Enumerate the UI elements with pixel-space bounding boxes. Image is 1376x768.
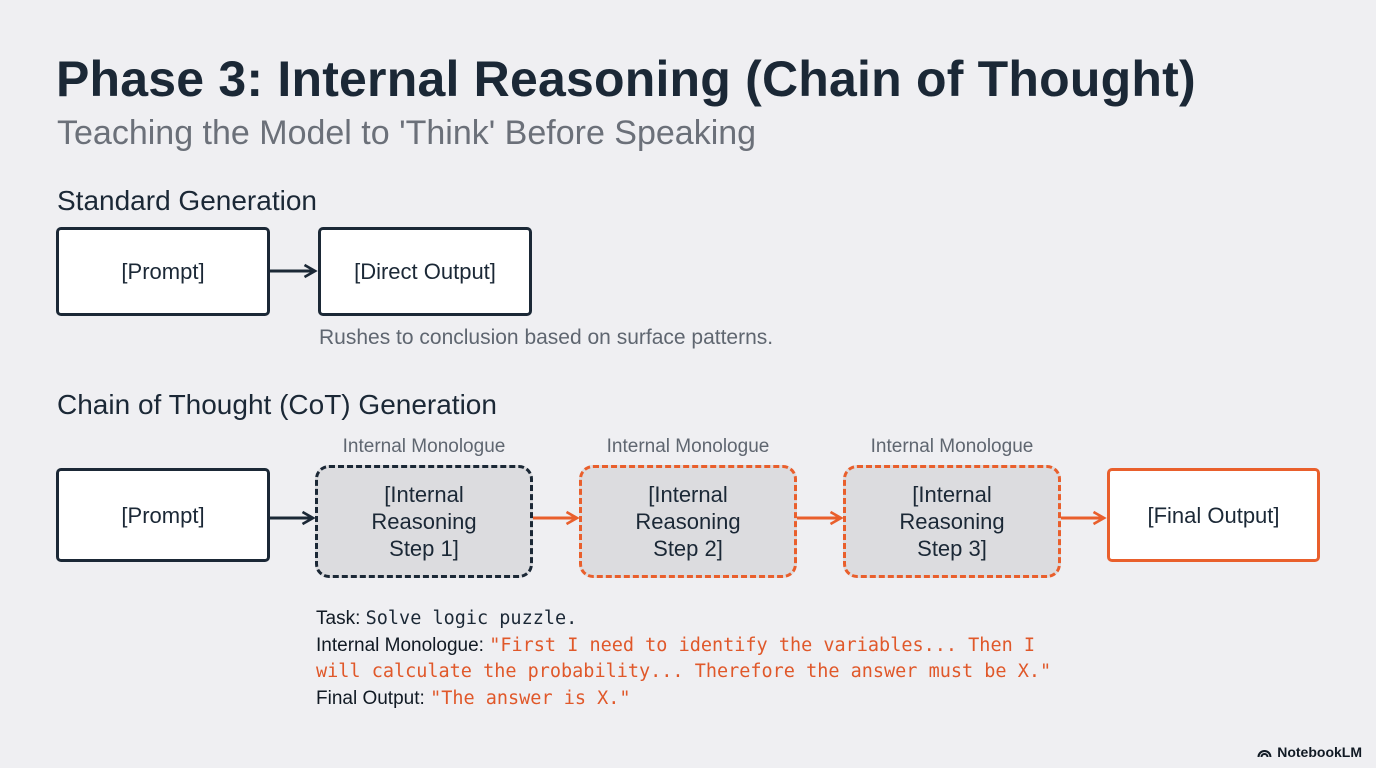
reasoning-step-3-label: [Internal Reasoning Step 3] — [899, 482, 1005, 561]
reasoning-step-1-box: [Internal Reasoning Step 1] — [315, 465, 533, 578]
example-final-text: "The answer is X." — [430, 687, 631, 709]
example-block: Task: Solve logic puzzle. Internal Monol… — [316, 606, 1051, 712]
reasoning-step-2-box: [Internal Reasoning Step 2] — [579, 465, 797, 578]
monologue-label-1: Internal Monologue — [342, 436, 506, 457]
final-output-label: [Final Output] — [1147, 502, 1280, 528]
standard-prompt-box: [Prompt] — [56, 227, 270, 316]
reasoning-step-2-label: [Internal Reasoning Step 2] — [635, 482, 741, 561]
example-monologue-text-1: "First I need to identify the variables.… — [489, 634, 1035, 656]
example-final-line: Final Output: "The answer is X." — [316, 686, 1051, 713]
reasoning-step-3-box: [Internal Reasoning Step 3] — [843, 465, 1061, 578]
direct-output-label: [Direct Output] — [354, 259, 496, 284]
monologue-label-3: Internal Monologue — [870, 436, 1034, 457]
cot-prompt-box: [Prompt] — [56, 468, 270, 562]
final-output-box: [Final Output] — [1107, 468, 1320, 562]
monologue-label-2: Internal Monologue — [606, 436, 770, 457]
standard-prompt-label: [Prompt] — [121, 259, 205, 284]
brand-name: NotebookLM — [1277, 744, 1362, 760]
example-task-label: Task: — [316, 608, 361, 629]
cot-heading: Chain of Thought (CoT) Generation — [57, 389, 497, 420]
brand-watermark: NotebookLM — [1257, 744, 1362, 760]
standard-heading: Standard Generation — [57, 185, 317, 216]
direct-output-box: [Direct Output] — [318, 227, 532, 316]
example-monologue-continuation: will calculate the probability... Theref… — [316, 659, 1051, 686]
page-title: Phase 3: Internal Reasoning (Chain of Th… — [56, 51, 1196, 107]
standard-caption: Rushes to conclusion based on surface pa… — [319, 326, 774, 349]
example-monologue-text-2: will calculate the probability... Theref… — [316, 661, 1052, 682]
example-monologue-label: Internal Monologue: — [316, 634, 484, 656]
example-final-label: Final Output: — [316, 687, 425, 709]
example-monologue-line: Internal Monologue: "First I need to ide… — [316, 633, 1051, 660]
example-task-line: Task: Solve logic puzzle. — [316, 606, 1051, 633]
example-task-text: Solve logic puzzle. — [365, 608, 578, 629]
notebooklm-logo-icon — [1257, 749, 1272, 757]
cot-prompt-label: [Prompt] — [121, 502, 205, 528]
reasoning-step-1-label: [Internal Reasoning Step 1] — [371, 482, 477, 561]
page-subtitle: Teaching the Model to 'Think' Before Spe… — [57, 114, 757, 152]
